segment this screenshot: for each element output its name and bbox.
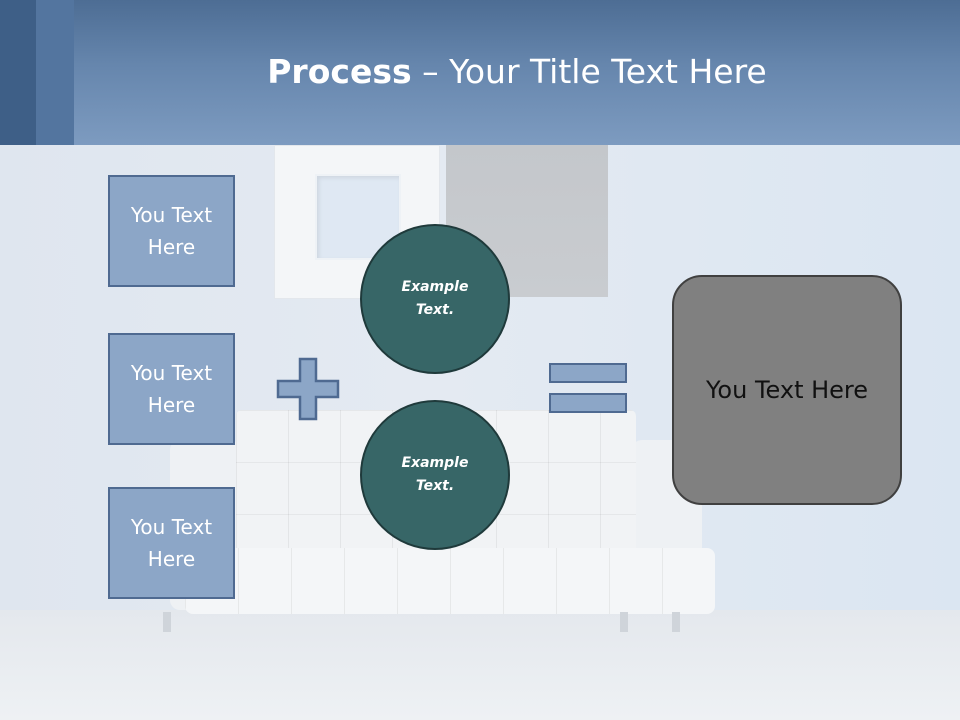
banner-stripe-dark [0,0,36,145]
background-floor [0,610,960,720]
sofa-leg [620,612,628,632]
equals-bar-top [549,363,627,383]
sofa-leg [163,612,171,632]
slide-title-rest: – Your Title Text Here [411,52,767,91]
input-box-3: You Text Here [108,487,235,599]
input-box-1: You Text Here [108,175,235,287]
equals-bar-bottom [549,393,627,413]
sofa-leg [672,612,680,632]
plus-icon [276,357,340,421]
banner-stripe-mid [36,0,74,145]
result-box: You Text Here [672,275,902,505]
example-circle-2: Example Text. [360,400,510,550]
slide-title-bold: Process [267,52,412,91]
slide-title: Process – Your Title Text Here [74,52,960,91]
example-circle-1: Example Text. [360,224,510,374]
sofa-seat [185,548,715,614]
title-banner: Process – Your Title Text Here [0,0,960,145]
input-box-2: You Text Here [108,333,235,445]
